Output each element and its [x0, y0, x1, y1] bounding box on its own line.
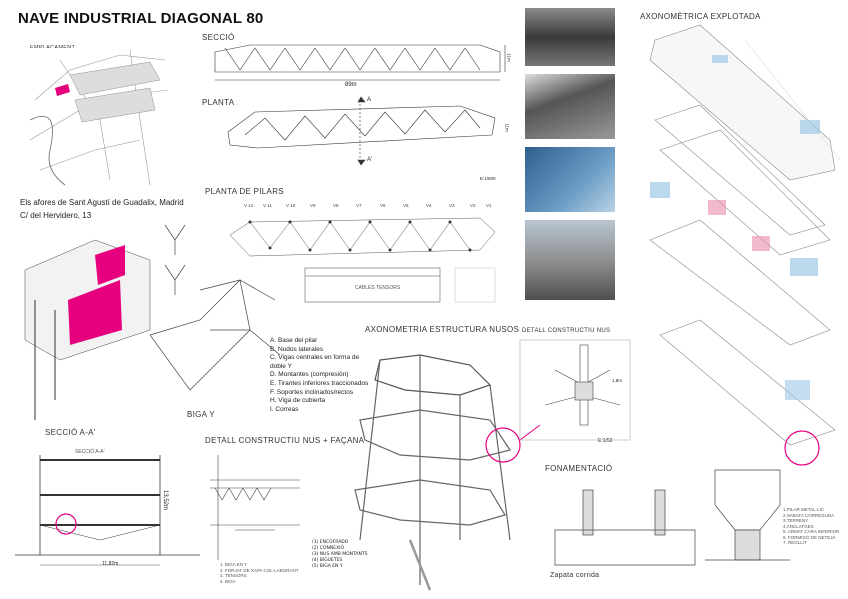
zapata-label: Zapata corrida: [550, 572, 600, 579]
biga-y-label: BIGA Y: [187, 410, 215, 419]
photo-exterior: [525, 220, 615, 300]
detail-dim: 1,8m: [612, 378, 623, 383]
highlight-circle: [784, 430, 820, 466]
address-line-2: C/ del Hervidero, 13: [20, 211, 92, 220]
facana-legend: 1. BIGA EN Y 2. FORJAT DE XAPA COL·LABOR…: [220, 562, 299, 584]
planta-label: PLANTA: [202, 98, 235, 107]
nus-detail: [519, 339, 631, 441]
page-title: NAVE INDUSTRIAL DIAGONAL 80: [18, 10, 264, 27]
fonament-legend-item: 7. REOLLIT: [783, 540, 807, 545]
nus-legend-item: (5) BIGA EN Y: [312, 564, 343, 569]
detall-nus-label: DETALL CONSTRUCTIU NUS: [522, 328, 611, 334]
cut-a-label: A: [367, 97, 372, 103]
pillar-axis-label: V 10: [286, 203, 296, 208]
biga-y-drawing: [149, 224, 281, 391]
facana-detail: [210, 455, 300, 560]
pillar-axis-label: V5: [403, 203, 409, 208]
site-highlight: [55, 84, 70, 96]
nus-legend-item: (2) CONNEXIÓ: [312, 546, 345, 551]
axo-explotada-label: AXONOMÈTRICA EXPLOTADA: [640, 12, 761, 21]
axo-nusos-label: AXONOMETRIA ESTRUCTURA NUSOS: [365, 325, 520, 334]
fonamentacio-label: FONAMENTACIÓ: [545, 464, 613, 473]
photo-node: [525, 147, 615, 212]
section-aa: [15, 455, 200, 566]
nus-legend: (1) ENCOFRADO (2) CONNEXIÓ (3) NUS AMB M…: [312, 540, 367, 570]
highlight-circle: [55, 513, 77, 535]
legend-item: H. Viga de cubierta: [270, 397, 326, 405]
pillar-dots: [248, 220, 472, 252]
address-line-1: Els afores de Sant Agustí de Guadalix, M…: [20, 198, 184, 207]
facana-legend-item: 2. FORJAT DE XAPA COL·LABORANT: [220, 567, 299, 573]
seccio-aa-small-label: SECCIÓ A-A': [75, 449, 105, 455]
seccio-aa-label: SECCIÓ A-A': [45, 428, 96, 437]
legend-item: D. Montantes (compresión): [270, 371, 349, 379]
legend-item: F. Soportes inclinados/rectos: [270, 388, 354, 396]
pillar-axis-label: V6: [380, 203, 386, 208]
photo-structure: [525, 74, 615, 139]
fonament-legend-item: 6. FORMIGÓ DE NETEJA: [783, 534, 836, 540]
pillar-axis-label: V4: [426, 203, 432, 208]
pillar-axis-label: V9: [310, 203, 316, 208]
pillar-axis-label: V 12: [244, 203, 254, 208]
pillar-plan: [229, 217, 496, 257]
axo-colored-volumes: [650, 55, 820, 400]
fonament-legend: 1.PILAR METAL·LIC 2.SABATA CORREGUDA 3.T…: [783, 507, 843, 546]
legend-item: I. Correas: [270, 405, 299, 413]
legend-item: E. Tirantes inferiores traccionados: [270, 379, 369, 387]
exploded-axo: [649, 24, 841, 446]
pillar-axis-label: V3: [449, 203, 455, 208]
site-map: [20, 48, 170, 188]
pillar-axis-label: V2: [470, 203, 476, 208]
width-aa-dim: 11,82m: [102, 561, 119, 567]
pillar-axis-label: V7: [356, 203, 362, 208]
nus-legend-item: (3) NUS AMB MONTANTS: [312, 552, 368, 557]
seccio-label: SECCIÓ: [202, 33, 235, 42]
section-length-dim: 89m: [345, 82, 357, 88]
planta-pilars-label: PLANTA DE PILARS: [205, 187, 284, 196]
magenta-axo: [24, 239, 151, 420]
fonament-legend-item: 2.SABATA CORREGUDA: [783, 512, 835, 518]
facana-legend-item: 3. TENSORS: [220, 573, 247, 578]
pillar-axis-label: V 11: [263, 203, 272, 208]
plan-drawing: [227, 96, 496, 166]
scale-planta: E:1/500: [480, 176, 496, 181]
legend-item: B. Nudos laterales: [270, 345, 324, 353]
fonament-legend-item: 1.PILAR METAL·LIC: [783, 507, 825, 512]
facana-legend-item: 4. BIGA: [220, 578, 236, 584]
fonament-legend-item: 3.TERRENY: [783, 518, 809, 523]
nus-legend-item: (4) BIGUETES: [312, 558, 343, 563]
highlight-circle: [485, 427, 521, 463]
detail-scale: E:1/50: [598, 438, 613, 444]
cut-a2-label: A': [367, 157, 373, 163]
cables-label: CABLES TENSORS: [355, 285, 401, 291]
pillar-axis-label: V1: [486, 203, 492, 208]
structure-legend: A. Base del pilar B. Nudos laterales C. …: [270, 337, 370, 414]
fonament-legend-item: 5. ARMAT CARA INFERIOR: [783, 529, 840, 534]
detall-facana-label: DETALL CONSTRUCTIU NUS + FAÇANA: [205, 436, 365, 445]
facana-legend-item: 1. BIGA EN Y: [220, 562, 248, 567]
foundation-drawings: [554, 469, 790, 566]
legend-item: A. Base del pilar: [270, 337, 318, 344]
section-drawing: [214, 44, 506, 81]
pillar-axis-label: V8: [333, 203, 339, 208]
nus-axo: [354, 354, 511, 591]
cable-detail: [304, 267, 496, 303]
address: Els afores de Sant Agustí de Guadalix, M…: [20, 196, 184, 222]
photo-interior: [525, 8, 615, 66]
nus-legend-item: (1) ENCOFRADO: [312, 540, 349, 545]
legend-item: C. Vigas centrales en forma de doble Y: [270, 354, 360, 370]
fonament-legend-item: 4.ANCLATGES: [783, 523, 814, 529]
